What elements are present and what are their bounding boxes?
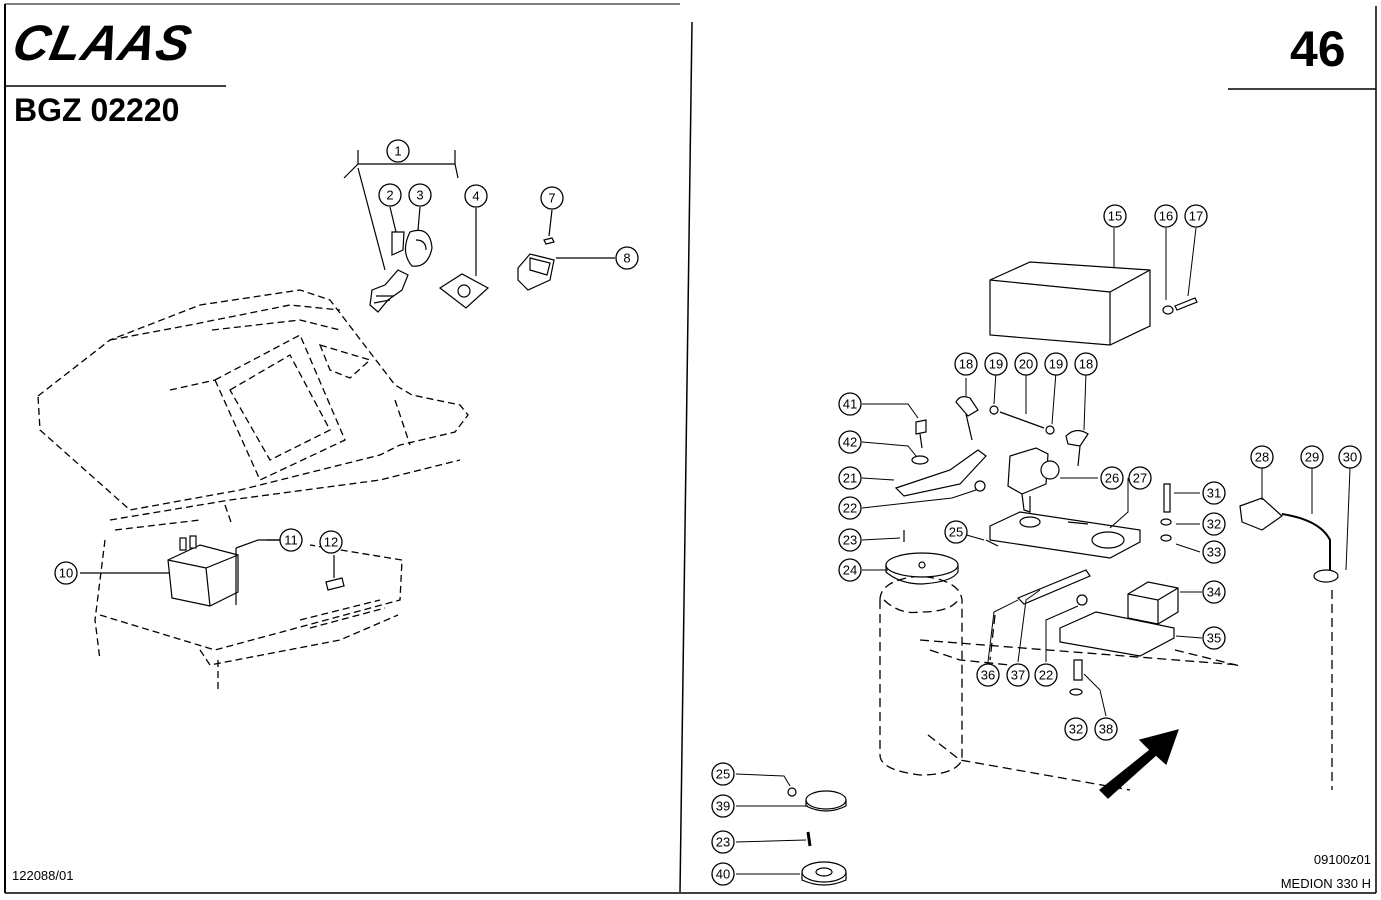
page-number: 46: [1290, 21, 1346, 77]
callout-label: 12: [324, 535, 338, 550]
callout-label: 33: [1207, 545, 1221, 560]
callout-label: 15: [1108, 209, 1122, 224]
callouts-right: [711, 204, 1362, 886]
callout-label: 42: [843, 435, 857, 450]
callout-label: 25: [949, 525, 963, 540]
callout-label: 20: [1019, 357, 1033, 372]
callout-label: 25: [716, 767, 730, 782]
callout-label: 36: [981, 668, 995, 683]
callout-label: 18: [1079, 357, 1093, 372]
callout-label: 23: [843, 533, 857, 548]
callout-label: 7: [548, 191, 555, 206]
callout-label: 40: [716, 867, 730, 882]
callout-label: 39: [716, 799, 730, 814]
callout-label: 35: [1207, 631, 1221, 646]
center-divider: [679, 21, 693, 893]
callout-label: 32: [1069, 722, 1083, 737]
callout-label: 10: [59, 566, 73, 581]
callout-label: 31: [1207, 486, 1221, 501]
callout-label: 22: [1039, 668, 1053, 683]
callout-label: 2: [386, 188, 393, 203]
callout-label: 37: [1011, 668, 1025, 683]
callout-label: 3: [416, 188, 423, 203]
callout-label: 28: [1255, 450, 1269, 465]
machine-frame: [879, 575, 1333, 791]
callout-label: 34: [1207, 585, 1221, 600]
callout-label: 4: [472, 189, 479, 204]
callout-label: 29: [1305, 450, 1319, 465]
callouts-left: [54, 139, 639, 585]
callout-label: 24: [843, 563, 857, 578]
callout-label: 18: [959, 357, 973, 372]
callout-label: 27: [1133, 471, 1147, 486]
callout-label: 19: [989, 357, 1003, 372]
callout-label: 1: [394, 144, 401, 159]
callout-label: 19: [1049, 357, 1063, 372]
cab-outline: [37, 289, 469, 690]
callout-label: 17: [1189, 209, 1203, 224]
drawing-id-right: 09100z01: [1313, 852, 1371, 867]
callout-label: 21: [843, 471, 857, 486]
right-parts: [735, 227, 1351, 886]
model-name: MEDION 330 H: [1280, 876, 1371, 891]
callout-label: 41: [843, 397, 857, 412]
callout-label: 11: [284, 533, 298, 548]
callout-label: 22: [843, 501, 857, 516]
callout-label: 8: [623, 251, 630, 266]
document-code: BGZ 02220: [14, 92, 180, 128]
callout-label: 30: [1343, 450, 1357, 465]
callout-label: 32: [1207, 517, 1221, 532]
drawing-number-left: 122088/01: [12, 868, 74, 883]
callout-label: 38: [1099, 722, 1113, 737]
callout-label: 23: [716, 835, 730, 850]
callout-label: 26: [1105, 471, 1119, 486]
left-parts: [80, 150, 615, 607]
callout-label: 16: [1159, 209, 1173, 224]
